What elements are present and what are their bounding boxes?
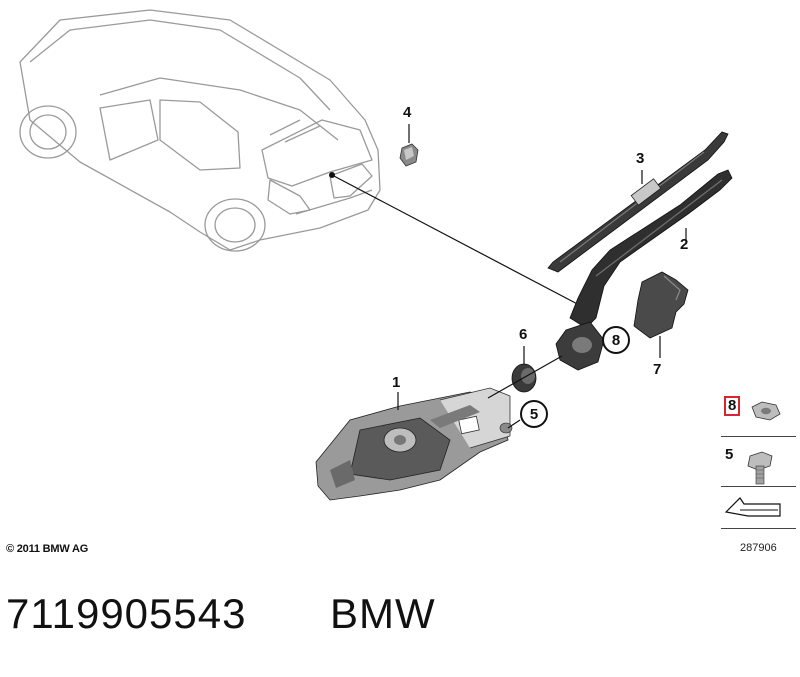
leader-line-motor (487, 355, 563, 399)
wiper-motor (315, 387, 513, 501)
wiper-arm (555, 169, 733, 371)
callout-3: 3 (636, 150, 645, 167)
leader-line-car (331, 174, 586, 309)
callout-7: 7 (653, 361, 662, 378)
washer-nozzle (399, 143, 419, 167)
legend-row-bolt: 5 (721, 436, 796, 487)
wiper-blade (547, 131, 729, 273)
legend-num-5: 5 (725, 446, 734, 463)
legend-panel-drawing (724, 497, 781, 517)
diagram-number: 287906 (740, 542, 777, 554)
car-outline (19, 9, 381, 252)
legend-num-8: 8 (724, 396, 741, 416)
legend-bolt-drawing (747, 451, 773, 485)
callout-5-circle: 5 (520, 400, 548, 428)
legend-row-nut: 8 (721, 392, 796, 437)
legend-row-panel (721, 486, 796, 529)
callout-2: 2 (680, 236, 689, 253)
part-number: 7119905543 (6, 590, 247, 637)
legend-nut-drawing (751, 401, 781, 421)
callout-4: 4 (403, 104, 412, 121)
callout-1: 1 (392, 374, 401, 391)
copyright-notice: © 2011 BMW AG (6, 543, 89, 555)
pivot-cap (633, 271, 689, 339)
callout-6: 6 (519, 326, 528, 343)
callout-8-circle: 8 (602, 326, 630, 354)
fastener-legend: 8 5 (721, 392, 796, 529)
brand-name: BMW (330, 590, 436, 637)
